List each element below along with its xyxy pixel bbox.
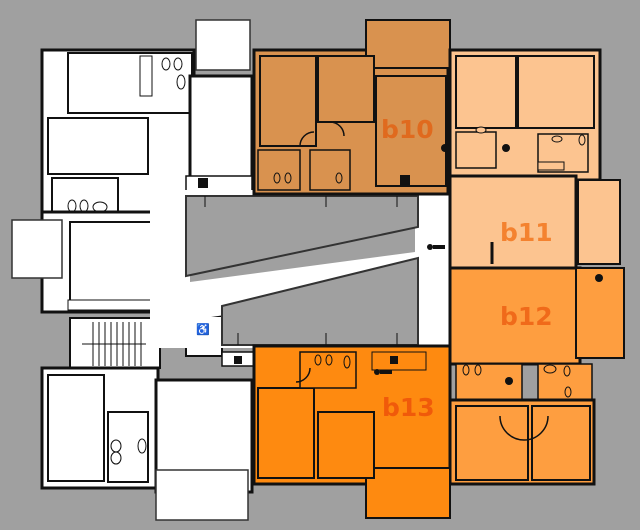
wheelchair-icon: ♿	[196, 324, 210, 336]
unit-label-b10: b10	[381, 115, 434, 144]
unit-label-b13: b13	[382, 393, 435, 422]
west-wing	[11, 19, 255, 521]
unit-label-b11: b11	[500, 218, 553, 247]
unit-b12	[448, 266, 625, 486]
unit-b10	[252, 19, 451, 196]
unit-label-b12: b12	[500, 302, 553, 331]
level-marker-icon	[374, 244, 445, 375]
unit-b13	[252, 344, 452, 519]
unit-b11	[448, 48, 621, 274]
